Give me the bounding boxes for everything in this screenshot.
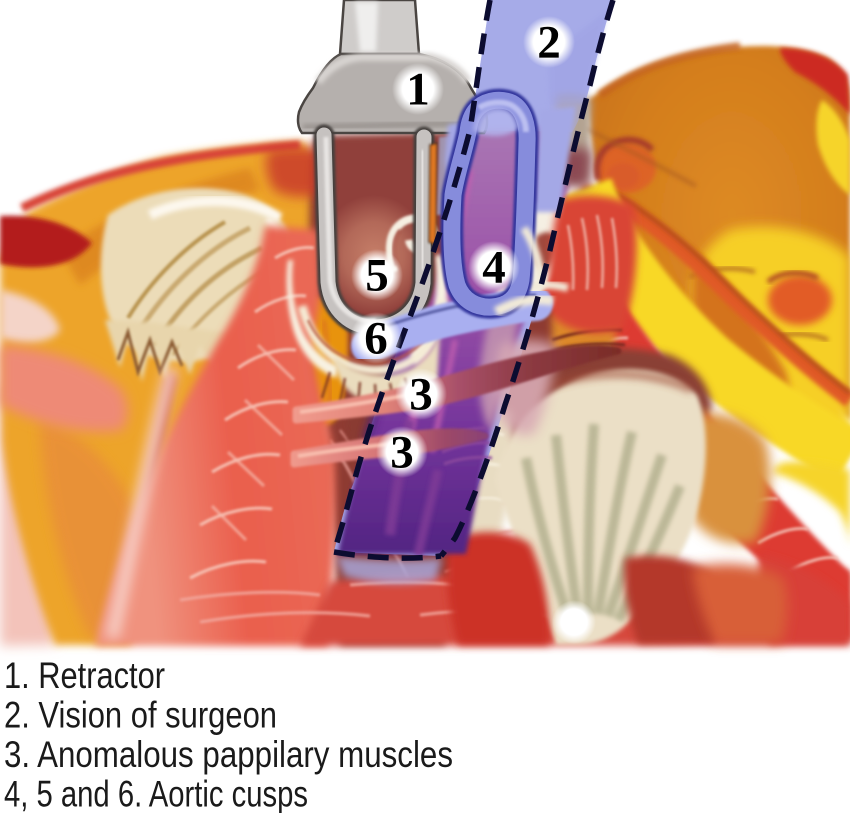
svg-text:6: 6 <box>364 313 388 365</box>
svg-text:5: 5 <box>365 250 389 302</box>
svg-text:4, 5 and 6. Aortic cusps: 4, 5 and 6. Aortic cusps <box>4 774 308 813</box>
svg-text:1: 1 <box>406 64 430 116</box>
svg-text:1. Retractor: 1. Retractor <box>4 655 165 696</box>
svg-text:4: 4 <box>482 242 506 294</box>
svg-text:3. Anomalous pappilary muscles: 3. Anomalous pappilary muscles <box>4 734 453 775</box>
svg-text:2: 2 <box>537 17 561 69</box>
svg-text:3: 3 <box>390 427 414 479</box>
svg-text:3: 3 <box>409 369 433 421</box>
svg-text:2. Vision of surgeon: 2. Vision of surgeon <box>4 695 277 736</box>
